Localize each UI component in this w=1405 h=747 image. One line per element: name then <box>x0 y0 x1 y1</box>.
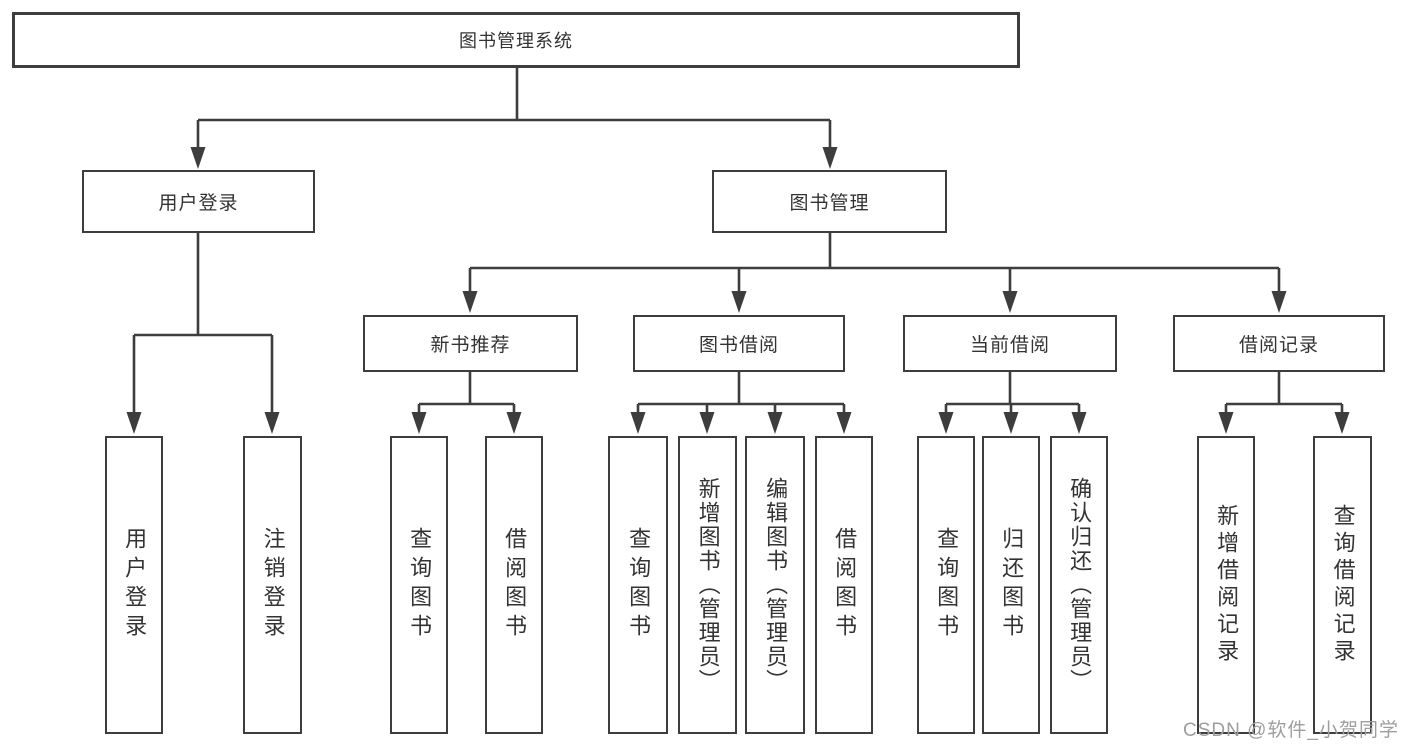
node-leaf-borrow-books-1: 借阅图书 <box>485 436 543 734</box>
node-current-borrow: 当前借阅 <box>903 315 1117 372</box>
node-new-book-recommend: 新书推荐 <box>363 315 578 372</box>
arrowhead-icon <box>1271 291 1287 313</box>
arrowhead-icon <box>699 412 715 434</box>
node-leaf-edit-books-admin: 编辑图书（管理员） <box>745 436 805 734</box>
arrowhead-icon <box>126 412 142 434</box>
arrowhead-icon <box>1002 291 1018 313</box>
arrowhead-icon <box>1218 412 1234 434</box>
connector-book-borrow-to-leaves <box>636 372 846 413</box>
node-book-borrow: 图书借阅 <box>633 315 845 372</box>
node-user-login: 用户登录 <box>82 170 315 233</box>
node-leaf-confirm-return-admin: 确认归还（管理员） <box>1050 436 1108 734</box>
node-root: 图书管理系统 <box>12 12 1020 68</box>
arrowhead-icon <box>1071 412 1087 434</box>
arrowhead-icon <box>731 291 747 313</box>
arrowhead-icon <box>264 412 280 434</box>
node-borrow-records: 借阅记录 <box>1173 315 1385 372</box>
node-leaf-query-books-2: 查询图书 <box>608 436 668 734</box>
arrowhead-icon <box>411 412 427 434</box>
arrowhead-icon <box>462 291 478 313</box>
arrowhead-icon <box>938 412 954 434</box>
arrowhead-icon <box>190 147 206 169</box>
connector-borrow-records-to-leaves <box>1224 372 1344 413</box>
node-leaf-logout: 注销登录 <box>243 436 302 734</box>
node-book-management: 图书管理 <box>712 170 947 233</box>
arrowhead-icon <box>822 147 838 169</box>
connector-new-book-recommend-to-leaves <box>417 372 516 413</box>
arrowhead-icon <box>1334 412 1350 434</box>
node-leaf-user-login: 用户登录 <box>105 436 163 734</box>
node-leaf-query-borrow-record: 查询借阅记录 <box>1313 436 1372 734</box>
node-leaf-return-books: 归还图书 <box>982 436 1040 734</box>
node-leaf-add-borrow-record: 新增借阅记录 <box>1197 436 1255 734</box>
arrowhead-icon <box>630 412 646 434</box>
node-leaf-add-books-admin: 新增图书（管理员） <box>678 436 737 734</box>
watermark-text: CSDN @软件_小贺同学 <box>1183 720 1399 741</box>
arrowhead-icon <box>836 412 852 434</box>
arrowhead-icon <box>767 412 783 434</box>
arrowhead-icon <box>506 412 522 434</box>
node-leaf-query-books-1: 查询图书 <box>390 436 448 734</box>
connector-current-borrow-to-leaves <box>944 372 1081 413</box>
arrowhead-icon <box>1003 412 1019 434</box>
node-leaf-borrow-books-2: 借阅图书 <box>815 436 873 734</box>
connector-book-management-to-level3 <box>468 233 1281 292</box>
connector-root-to-level2 <box>196 68 832 148</box>
node-leaf-query-books-3: 查询图书 <box>917 436 975 734</box>
connector-user-login-to-leaves <box>132 233 274 413</box>
